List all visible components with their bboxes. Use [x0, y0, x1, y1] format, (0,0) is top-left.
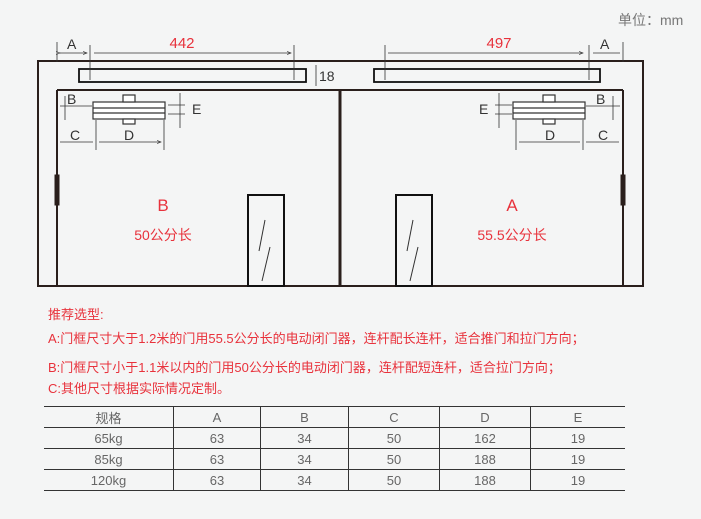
cell: 162 [439, 427, 531, 449]
cell: 50 [348, 469, 440, 491]
door-closer-diagram: A 18 B E C D A B E C D 442 497 B 50公分长 A… [37, 35, 644, 287]
header-b: B [260, 406, 349, 428]
cell: 63 [173, 469, 261, 491]
right-glass-panel [395, 194, 433, 287]
rail-height-label: 18 [319, 68, 335, 84]
dim-c-right: C [598, 127, 608, 143]
cell: 34 [260, 469, 349, 491]
cell: 50 [348, 448, 440, 470]
cell: 19 [530, 427, 625, 449]
cell: 85kg [44, 448, 174, 470]
cell: 34 [260, 427, 349, 449]
header-c: C [348, 406, 440, 428]
notes-title: 推荐选型: [48, 307, 104, 322]
note-b: B:门框尺寸小于1.1米以内的门用50公分长的电动闭门器，连杆配短连杆，适合拉门… [48, 360, 561, 375]
table-header-row: 规格 A B C D E [44, 406, 625, 428]
right-door-type: A [506, 196, 518, 215]
cell: 34 [260, 448, 349, 470]
dim-e-right: E [479, 101, 488, 117]
unit-label: 单位：mm [618, 12, 684, 28]
cell: 65kg [44, 427, 174, 449]
header-a: A [173, 406, 261, 428]
dim-b-left: B [67, 91, 76, 107]
cell: 19 [530, 448, 625, 470]
left-closer-body [92, 94, 166, 125]
dim-a-left: A [67, 36, 77, 52]
cell: 120kg [44, 469, 174, 491]
left-rail [78, 68, 307, 83]
left-glass-panel [247, 194, 285, 287]
cell: 50 [348, 427, 440, 449]
left-rail-length: 442 [169, 35, 194, 52]
header-e: E [530, 406, 625, 428]
left-door-type: B [157, 196, 168, 215]
right-closer-body [512, 94, 586, 125]
cell: 19 [530, 469, 625, 491]
dim-b-right: B [596, 91, 605, 107]
header-spec: 规格 [44, 406, 174, 428]
dim-d-right: D [545, 127, 555, 143]
header-d: D [439, 406, 531, 428]
cell: 188 [439, 469, 531, 491]
dim-c-left: C [70, 127, 80, 143]
cell: 63 [173, 448, 261, 470]
right-hinge [620, 174, 626, 206]
cell: 63 [173, 427, 261, 449]
right-door-size: 55.5公分长 [477, 227, 546, 243]
left-door-size: 50公分长 [134, 227, 192, 243]
note-a: A:门框尺寸大于1.2米的门用55.5公分长的电动闭门器，连杆配长连杆，适合推门… [48, 331, 585, 346]
dim-e-left: E [192, 101, 201, 117]
cell: 188 [439, 448, 531, 470]
dim-a-right: A [600, 36, 610, 52]
note-c: C:其他尺寸根据实际情况定制。 [48, 381, 231, 396]
left-hinge [54, 174, 60, 206]
dim-d-left: D [124, 127, 134, 143]
right-rail-length: 497 [486, 35, 511, 52]
right-rail [373, 68, 601, 83]
